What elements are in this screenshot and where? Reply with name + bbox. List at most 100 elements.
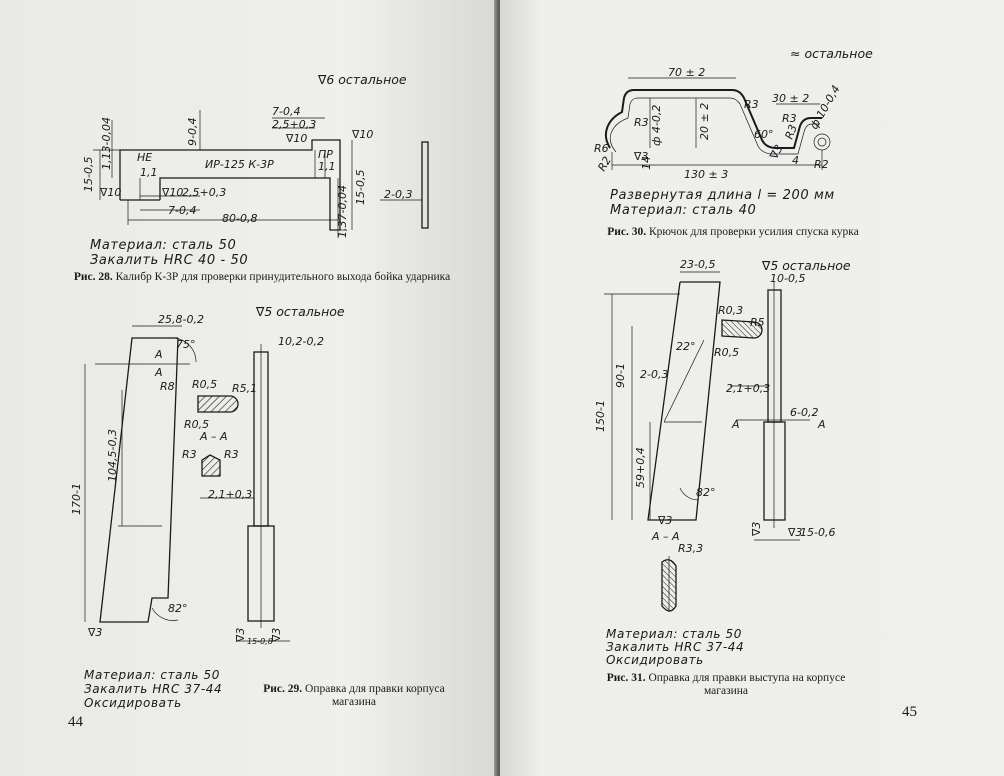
- fig31-dim-90: 90-1: [614, 363, 627, 388]
- fig29-r8: R8: [160, 380, 175, 393]
- fig30-r3c: R3: [783, 123, 800, 141]
- fig31-dim-15: 15-0,6: [800, 526, 835, 539]
- fig28-caption-label: Рис. 28.: [73, 271, 113, 283]
- fig30-angle-60: 60°: [754, 128, 774, 141]
- fig31-label-a1: А: [731, 418, 740, 431]
- fig30-rough-3: ∇3: [633, 150, 648, 163]
- fig30-material: Материал: сталь 40: [610, 203, 757, 218]
- fig29-dim-104: 104,5-0,3: [106, 429, 119, 482]
- fig30-dim-d10: ф 10-0,4: [807, 83, 842, 131]
- fig30-dim-30: 30 ± 2: [772, 92, 809, 105]
- fig28-dim-80: 80-0,8: [222, 212, 257, 225]
- fig28-caption: Рис. 28. Калибр К-3Р для проверки принуд…: [62, 271, 462, 284]
- fig28-dim-7: 7-0,4: [272, 105, 300, 118]
- fig28-dim-2-5: 2,5+0,3: [272, 118, 316, 131]
- fig29-r51: R5,1: [232, 382, 257, 395]
- fig29-dim-170: 170-1: [70, 483, 83, 515]
- fig29-finish-note: ∇5 остальное: [256, 304, 345, 319]
- fig28-dim-7b: 7-0,4: [168, 204, 196, 217]
- fig30-dim-d4: ф 4-0,2: [650, 105, 663, 146]
- fig29-caption-label: Рис. 29.: [263, 683, 303, 695]
- fig29-dim-rod: 10,2-0,2: [278, 335, 324, 348]
- fig31-r05: R0,5: [714, 346, 739, 359]
- fig30-rough-3b: ∇3: [767, 143, 786, 163]
- fig28-label-1-1a: 1,1: [140, 166, 158, 179]
- fig30-caption: Рис. 30. Крючок для проверки усилия спус…: [588, 226, 878, 239]
- fig29-angle-bot: 82°: [168, 602, 188, 615]
- left-page: ∇6 остальное: [0, 0, 498, 776]
- fig30-finish-note: ≈ остальное: [790, 46, 873, 61]
- fig30-caption-label: Рис. 30.: [607, 226, 647, 238]
- fig31-angle-82: 82°: [696, 486, 716, 499]
- fig31-label-a2: А: [817, 418, 826, 431]
- fig31-dim-59: 59+0,4: [634, 447, 647, 488]
- fig28-material: Материал: сталь 50 Закалить HRC 40 - 50: [90, 238, 248, 268]
- fig29-material-line3: Оксидировать: [84, 696, 182, 710]
- fig31-dim-rod: 10-0,5: [770, 272, 805, 285]
- right-page-number: 45: [902, 704, 917, 720]
- fig29-caption-text: Оправка для правки корпуса магазина: [305, 683, 445, 708]
- fig28-dim-2-5b: 2,5+0,3: [182, 186, 226, 199]
- fig28-label-ne: НЕ: [137, 151, 152, 164]
- fig29-rough-3c: ∇3: [270, 628, 283, 643]
- fig28-rough-10a: ∇10: [285, 132, 307, 145]
- fig29-dim-15: 15-0,8: [247, 637, 273, 646]
- fig31-caption: Рис. 31. Оправка для правки выступа на к…: [596, 672, 856, 698]
- fig30-r2a: R2: [595, 154, 614, 173]
- fig31-dim-width-top: 23-0,5: [680, 258, 715, 271]
- fig28-dim-15b: 15-0,5: [354, 170, 367, 205]
- fig28-dim-1-37: 1,37-0,04: [336, 185, 349, 238]
- fig30-31-drawing: 70 ± 2 30 ± 2 130 ± 3 20 ± 2 ф 4-0,2 ф 1…: [594, 66, 843, 612]
- fig30-developed-length: Развернутая длина l = 200 мм: [610, 188, 835, 203]
- fig28-dim-1-13: 1,13-0,04: [100, 117, 113, 170]
- fig29-material-line2: Закалить HRC 37-44: [84, 682, 223, 696]
- fig29-dim-width-top: 25,8-0,2: [158, 313, 204, 326]
- fig30-r6: R6: [594, 142, 609, 155]
- fig31-material-line3: Оксидировать: [606, 653, 704, 667]
- fig30-r2b: R2: [814, 158, 829, 171]
- fig31-finish-note: ∇5 остальное: [762, 258, 851, 273]
- fig28-material-line2: Закалить HRC 40 - 50: [90, 253, 249, 268]
- fig29-mandrel-outline: [84, 325, 290, 642]
- fig28-caption-text: Калибр К-3Р для проверки принудительного…: [115, 271, 451, 283]
- fig29-r3b: R3: [224, 448, 239, 461]
- fig31-dim-2: 2-0,3: [640, 368, 668, 381]
- fig30-hook-outline: [604, 77, 831, 170]
- left-page-number: 44: [68, 714, 83, 730]
- fig30-dim-70: 70 ± 2: [668, 66, 705, 79]
- fig30-notes: Развернутая длина l = 200 мм Материал: с…: [610, 188, 835, 218]
- fig31-angle-22: 22°: [676, 340, 696, 353]
- fig28-dim-2: 2-0,3: [384, 188, 412, 201]
- fig28-dim-9: 9-0,4: [186, 118, 199, 146]
- fig31-r5: R5: [750, 316, 765, 329]
- fig31-dim-150: 150-1: [594, 400, 607, 432]
- fig30-r3d: R3: [782, 112, 797, 125]
- fig29-r05a: R0,5: [192, 378, 217, 391]
- fig29-angle-top: 75°: [176, 338, 196, 351]
- fig29-label-a1: А: [154, 348, 163, 361]
- fig31-caption-label: Рис. 31.: [606, 672, 646, 684]
- fig28-marking: ИР-125 К-3Р: [205, 158, 274, 171]
- fig28-material-line1: Материал: сталь 50: [90, 238, 237, 253]
- fig31-material-line1: Материал: сталь 50: [606, 627, 742, 641]
- fig31-mandrel-outline: [604, 271, 810, 612]
- fig29-section-label: А – А: [199, 430, 228, 443]
- fig30-dim-20: 20 ± 2: [698, 103, 711, 140]
- fig31-r33: R3,3: [678, 542, 703, 555]
- book-gutter: [494, 0, 504, 776]
- fig31-section-label: А – А: [651, 530, 680, 543]
- fig29-rough-3: ∇3: [87, 626, 102, 639]
- fig28-rough-10b: ∇10: [351, 128, 373, 141]
- fig29-caption: Рис. 29. Оправка для правки корпуса мага…: [244, 683, 464, 709]
- fig30-dim-14: 14: [640, 156, 653, 170]
- fig28-label-1-1b: 1,1: [318, 160, 336, 173]
- fig28-finish-note: ∇6 остальное: [318, 72, 407, 87]
- fig31-dim-2-1: 2,1+0,3: [726, 382, 770, 395]
- fig28-dim-15a: 15-0,5: [82, 157, 95, 192]
- fig29-label-a2: А: [154, 366, 163, 379]
- fig28-rough-10d: ∇10: [161, 186, 183, 199]
- fig31-r03: R0,3: [718, 304, 743, 317]
- fig31-dim-6: 6-0,2: [790, 406, 818, 419]
- fig28-label-pr: ПР: [318, 148, 333, 161]
- fig31-rough-3c: ∇3: [787, 526, 802, 539]
